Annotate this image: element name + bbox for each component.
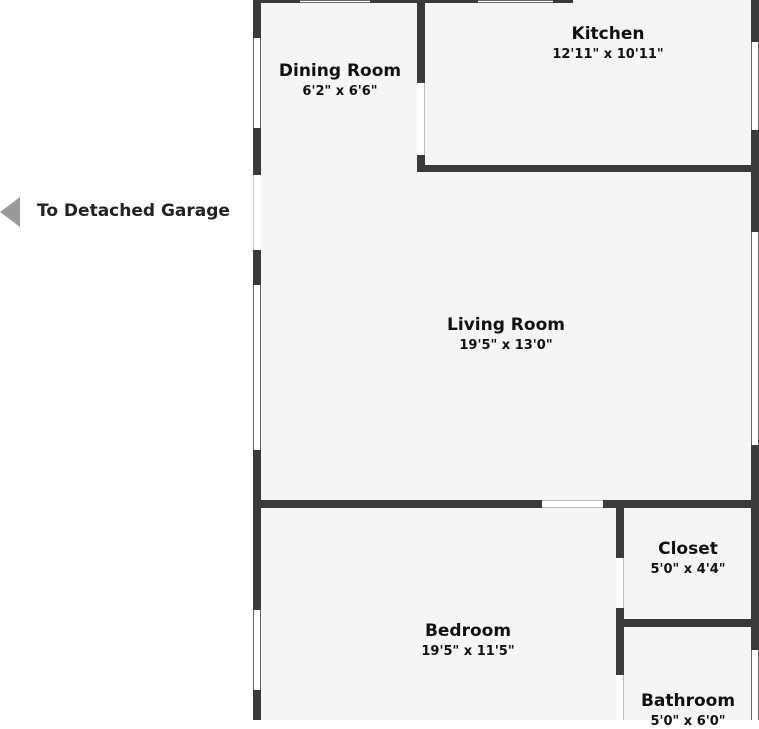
room-label-closet: Closet 5'0" x 4'4" bbox=[650, 539, 725, 577]
kitchen-living-wall bbox=[417, 165, 752, 172]
room-label-bedroom: Bedroom 19'5" x 11'5" bbox=[421, 621, 514, 659]
room-name: Closet bbox=[658, 539, 718, 559]
window bbox=[751, 42, 759, 130]
window bbox=[300, 0, 370, 3]
room-label-living: Living Room 19'5" x 13'0" bbox=[447, 315, 565, 353]
door-opening bbox=[616, 558, 624, 608]
left-arrow-icon bbox=[0, 197, 20, 227]
window bbox=[751, 232, 759, 445]
room-dimensions: 5'0" x 6'0" bbox=[650, 714, 726, 729]
window bbox=[478, 0, 553, 3]
floor bbox=[261, 0, 751, 720]
window bbox=[253, 285, 261, 450]
garage-direction-label: To Detached Garage bbox=[37, 201, 230, 221]
window bbox=[253, 610, 261, 690]
door-opening bbox=[616, 675, 624, 720]
room-label-dining: Dining Room 6'2" x 6'6" bbox=[279, 61, 401, 99]
room-name: Living Room bbox=[447, 315, 565, 335]
window bbox=[751, 650, 759, 720]
door-opening bbox=[542, 500, 603, 508]
room-name: Dining Room bbox=[278, 61, 402, 81]
closet-bathroom-wall bbox=[616, 619, 752, 627]
room-label-bathroom: Bathroom 5'0" x 6'0" bbox=[641, 691, 735, 729]
room-dimensions: 5'0" x 4'4" bbox=[650, 562, 726, 577]
room-name: Kitchen bbox=[571, 24, 645, 44]
room-dimensions: 19'5" x 13'0" bbox=[459, 338, 553, 353]
exterior-door-opening bbox=[253, 175, 261, 250]
room-label-kitchen: Kitchen 12'11" x 10'11" bbox=[552, 24, 663, 62]
room-dimensions: 19'5" x 11'5" bbox=[421, 644, 515, 659]
living-bedroom-wall bbox=[253, 500, 752, 508]
room-dimensions: 6'2" x 6'6" bbox=[302, 84, 378, 99]
room-dimensions: 12'11" x 10'11" bbox=[552, 47, 664, 62]
top-exterior-wall bbox=[253, 0, 573, 3]
window bbox=[253, 38, 261, 128]
closet-bedroom-wall bbox=[616, 508, 624, 720]
room-name: Bedroom bbox=[424, 621, 512, 641]
opening bbox=[417, 83, 425, 155]
room-name: Bathroom bbox=[640, 691, 736, 711]
